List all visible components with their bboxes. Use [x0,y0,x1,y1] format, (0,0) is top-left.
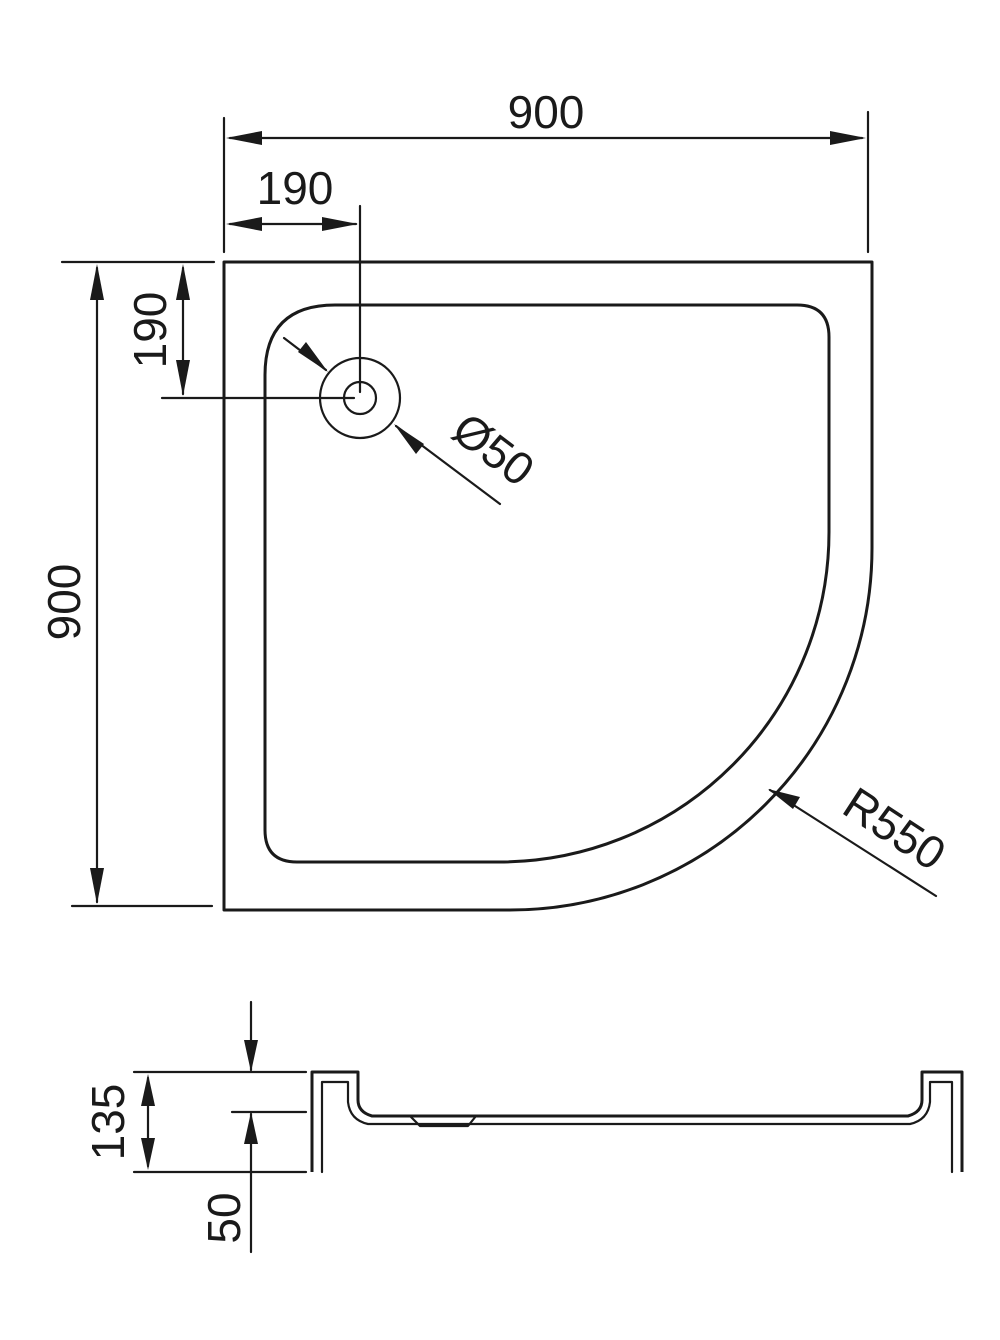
dimension-drain-offset-x: 190 [226,162,362,394]
dimension-overall-width: 900 [222,86,870,254]
tray-outer-outline [222,260,874,912]
dimension-drain-offset-y: 190 [60,260,356,400]
curve-radius-label: R550 [834,777,955,881]
drain-diameter-label: Ø50 [443,402,544,496]
tray-inner-basin [263,303,831,864]
drain-offset-y-label: 190 [124,292,176,369]
overall-width-label: 900 [508,86,585,138]
dimension-total-height: 135 [82,1070,308,1174]
section-view [310,1070,964,1174]
dimension-drain-height: 50 [198,1000,308,1254]
dimension-overall-depth: 900 [38,264,214,908]
drain-height-label: 50 [198,1192,250,1243]
drain-section [408,1114,478,1128]
tray-section-profile-outer [310,1070,964,1172]
total-height-label: 135 [82,1084,134,1161]
drain-offset-x-label: 190 [257,162,334,214]
tray-section-profile-inner [320,1080,954,1174]
dimension-drain-diameter: Ø50 [282,336,544,506]
overall-depth-label: 900 [38,564,90,641]
plan-view [222,260,874,912]
dimension-curve-radius: R550 [768,777,955,898]
